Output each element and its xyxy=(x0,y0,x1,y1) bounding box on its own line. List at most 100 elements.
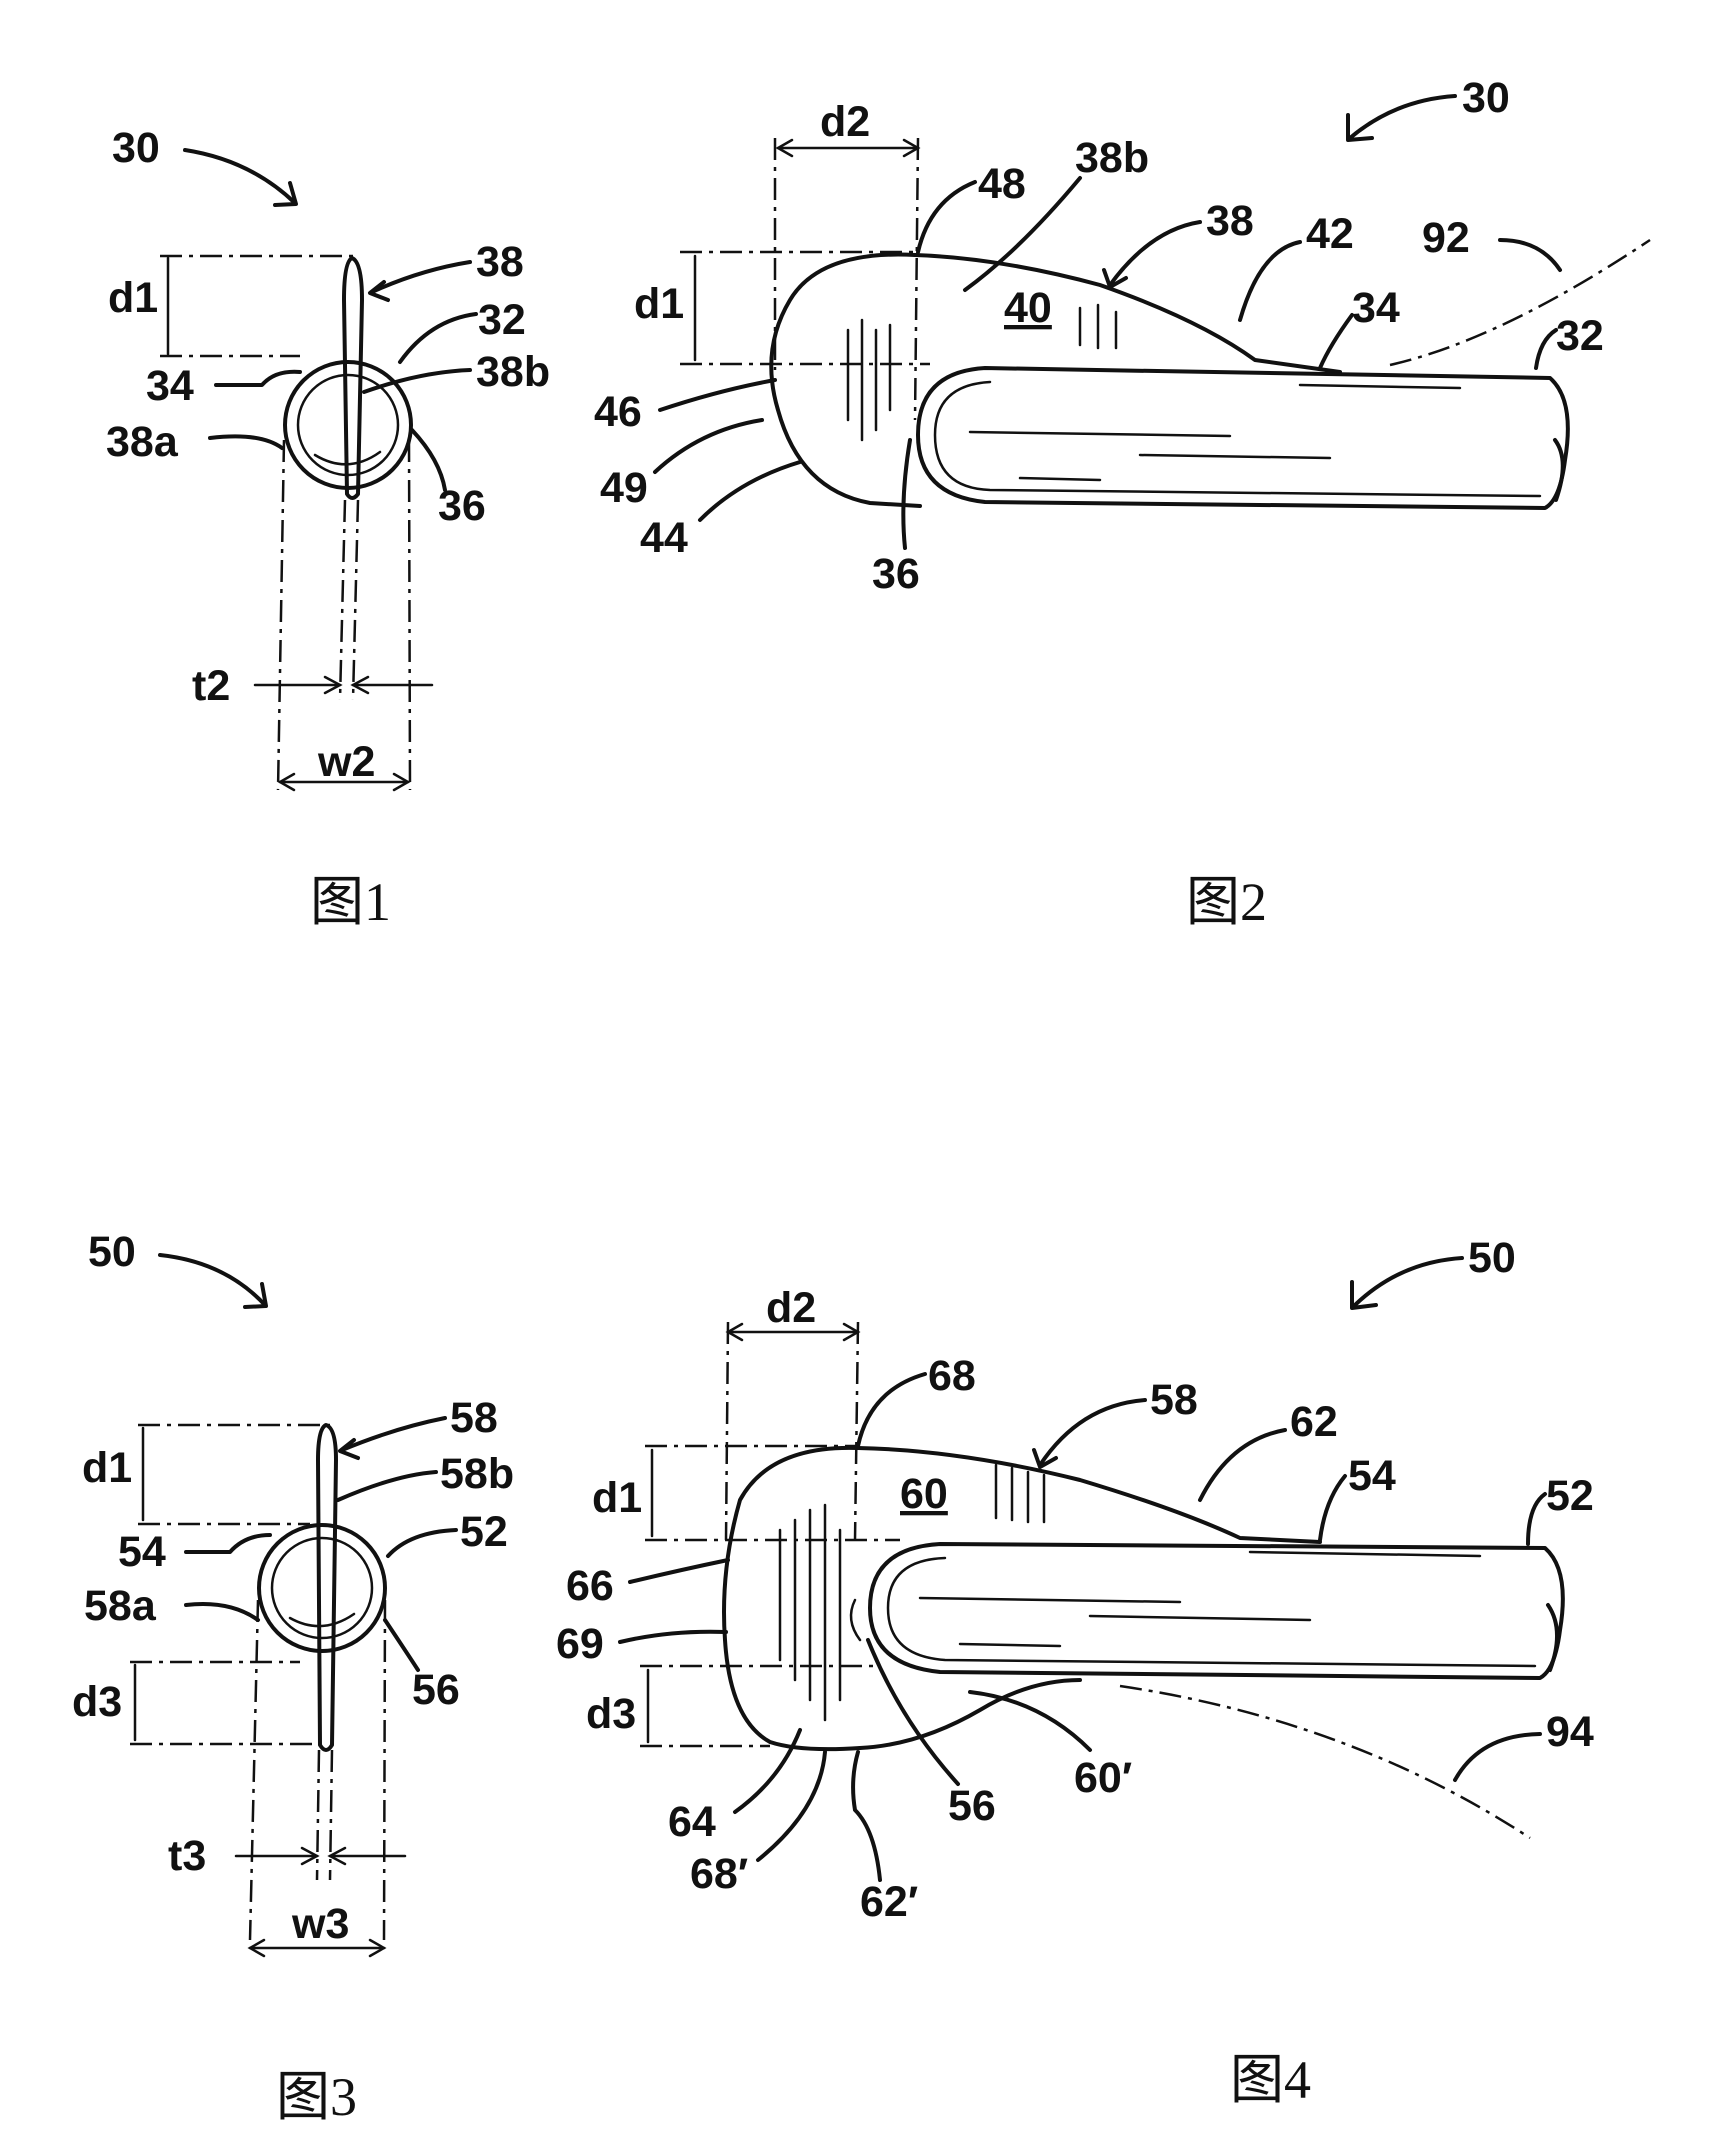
extension-line xyxy=(409,440,410,790)
label-54: 54 xyxy=(1348,1452,1396,1500)
leader-54 xyxy=(186,1535,270,1552)
leader-38 xyxy=(372,262,470,292)
figure-3: 50 d1 d3 58 58b 54 52 58a 56 xyxy=(72,1228,514,2127)
label-d1: d1 xyxy=(108,274,158,322)
label-94: 94 xyxy=(1546,1708,1594,1756)
leader-46 xyxy=(660,380,775,410)
label-38a: 38a xyxy=(106,418,179,466)
leader-66 xyxy=(630,1560,728,1582)
label-52: 52 xyxy=(1546,1472,1594,1520)
label-38: 38 xyxy=(476,238,524,286)
label-d1: d1 xyxy=(634,280,684,328)
caption-figure-3: 图3 xyxy=(276,2067,357,2127)
leader-69 xyxy=(620,1632,726,1642)
label-w3: w3 xyxy=(291,1900,349,1948)
label-68: 68 xyxy=(928,1352,976,1400)
shaft-break xyxy=(1548,1605,1557,1670)
label-42: 42 xyxy=(1306,210,1354,258)
leader-32 xyxy=(400,314,476,362)
label-30: 30 xyxy=(1462,74,1510,122)
shaft-32 xyxy=(918,368,1568,508)
caption-figure-2: 图2 xyxy=(1186,872,1267,932)
leader-30 xyxy=(185,150,295,203)
fin-top-curve xyxy=(915,255,1340,372)
label-58a: 58a xyxy=(84,1582,157,1630)
leader-92 xyxy=(1500,240,1560,270)
leader-48 xyxy=(918,182,975,252)
label-40: 40 xyxy=(1004,284,1052,332)
label-d1: d1 xyxy=(82,1444,132,1492)
label-66: 66 xyxy=(566,1562,614,1610)
shading-arc xyxy=(290,1614,354,1626)
leader-62 xyxy=(1200,1430,1285,1500)
extension-line xyxy=(384,1600,385,1940)
label-44: 44 xyxy=(640,514,688,562)
label-d2: d2 xyxy=(820,98,870,146)
extension-line xyxy=(250,1600,258,1940)
label-w2: w2 xyxy=(317,738,375,786)
label-50: 50 xyxy=(88,1228,136,1276)
fin-front-edge xyxy=(771,255,920,506)
label-38: 38 xyxy=(1206,197,1254,245)
label-56: 56 xyxy=(948,1782,996,1830)
leader-52 xyxy=(1528,1494,1545,1544)
label-48: 48 xyxy=(978,160,1026,208)
label-54: 54 xyxy=(118,1528,166,1576)
leader-44 xyxy=(700,462,800,520)
figure-4: 50 d2 d1 d3 xyxy=(556,1234,1594,2110)
label-d2: d2 xyxy=(766,1284,816,1332)
leader-34 xyxy=(1320,315,1352,368)
leader-58a xyxy=(186,1604,258,1620)
extension-line xyxy=(330,1750,332,1880)
leader-58b xyxy=(338,1472,436,1500)
extension-line xyxy=(353,500,358,700)
leader-36 xyxy=(903,440,910,548)
label-38b: 38b xyxy=(476,348,550,396)
figure-1: 30 d1 38 32 38b 34 38a 36 t2 xyxy=(106,124,550,932)
label-62p: 62′ xyxy=(860,1878,918,1926)
label-t3: t3 xyxy=(168,1832,206,1880)
leader-58 xyxy=(1040,1400,1145,1465)
label-58: 58 xyxy=(1150,1376,1198,1424)
leader-36 xyxy=(412,430,445,490)
leader-58 xyxy=(342,1418,445,1450)
label-52: 52 xyxy=(460,1508,508,1556)
leader-32 xyxy=(1536,330,1556,368)
leader-68p xyxy=(758,1752,825,1860)
extension-line xyxy=(278,440,284,790)
label-60p: 60′ xyxy=(1074,1754,1132,1802)
shaft-inner-circle xyxy=(272,1538,372,1638)
caption-figure-4: 图4 xyxy=(1230,2050,1311,2110)
label-d3: d3 xyxy=(586,1690,636,1738)
leader-38a xyxy=(210,436,282,448)
leader-62p xyxy=(853,1752,880,1880)
leader-30 xyxy=(1350,96,1455,138)
label-58b: 58b xyxy=(440,1450,514,1498)
label-36: 36 xyxy=(872,550,920,598)
label-38b: 38b xyxy=(1075,134,1149,182)
leader-38b xyxy=(364,370,470,392)
root-contour xyxy=(851,1600,860,1640)
shaft-inner-contour xyxy=(888,1558,1535,1666)
label-46: 46 xyxy=(594,388,642,436)
caption-figure-1: 图1 xyxy=(310,872,391,932)
label-58: 58 xyxy=(450,1394,498,1442)
label-32: 32 xyxy=(1556,312,1604,360)
label-32: 32 xyxy=(478,296,526,344)
leader-52 xyxy=(388,1530,456,1556)
extension-line xyxy=(317,1750,319,1880)
label-d3: d3 xyxy=(72,1678,122,1726)
label-t2: t2 xyxy=(192,662,230,710)
leader-50 xyxy=(1355,1258,1462,1305)
extension-line xyxy=(855,1322,858,1540)
leader-94 xyxy=(1455,1734,1540,1780)
label-64: 64 xyxy=(668,1798,716,1846)
fin-58 xyxy=(318,1425,336,1750)
label-62: 62 xyxy=(1290,1398,1338,1446)
leader-50 xyxy=(160,1255,265,1305)
leader-60p xyxy=(970,1692,1090,1750)
figure-2: 30 d2 d1 xyxy=(594,74,1650,932)
label-60: 60 xyxy=(900,1470,948,1518)
extension-line xyxy=(915,138,918,420)
label-50: 50 xyxy=(1468,1234,1516,1282)
